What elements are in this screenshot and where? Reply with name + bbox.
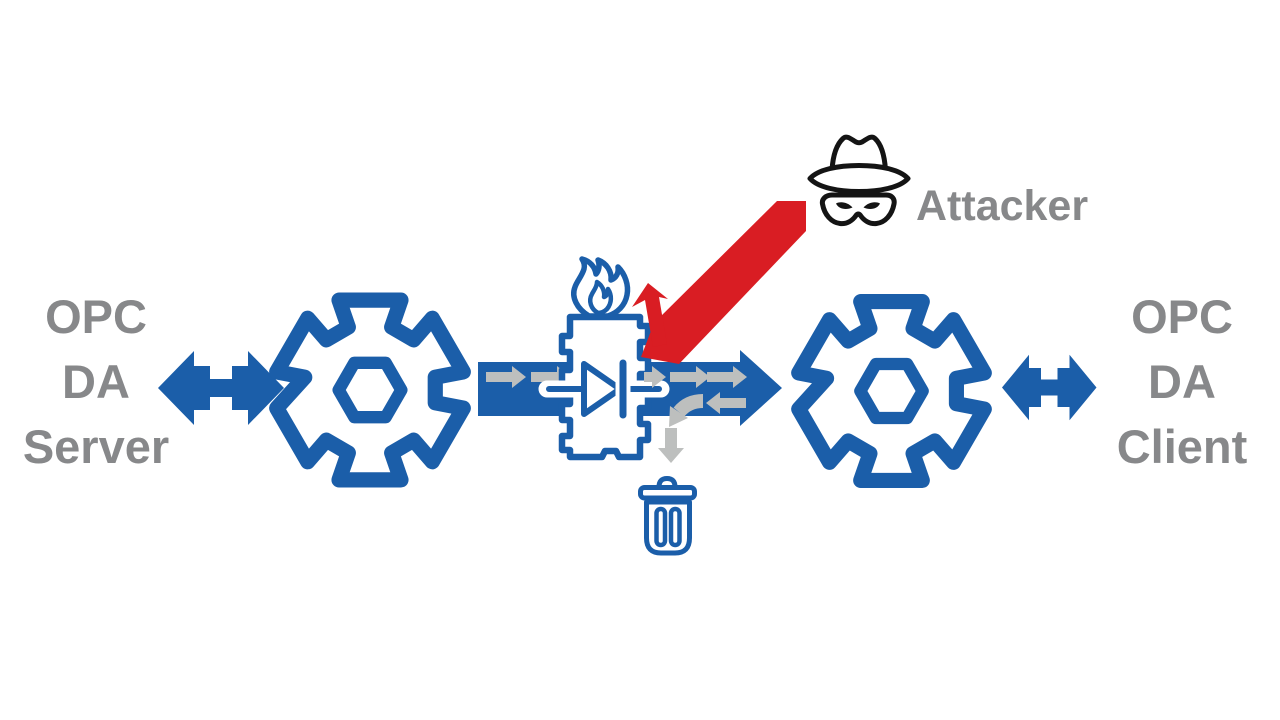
trash-can-icon [638,475,697,556]
server-label-line3: Server [22,420,170,473]
deflected-arrowhead [632,283,668,347]
server-label-line2: DA [62,355,130,408]
blocked-attack-arrow [632,201,806,364]
client-label-line3: Client [1116,420,1248,473]
hat-crown [829,134,888,173]
discard-curve-arrowhead [669,406,688,427]
client-label-line1: OPC [1131,290,1233,343]
attacker-label: Attacker [916,182,1089,230]
server-label-line1: OPC [45,290,147,343]
mask [819,192,897,227]
flame-icon [571,256,631,319]
data-diode-icon [538,353,670,425]
right-eye [863,202,880,210]
attack-arrow-shaft [641,201,806,364]
client-label-line2: DA [1148,355,1216,408]
server-label: OPC DA Server [0,284,192,479]
hat-brim [807,163,911,194]
gear-icon [277,300,464,480]
left-eye [836,202,853,210]
packet-arrows-right [644,366,747,463]
spy-incognito-icon [807,134,911,227]
discard-curve-arrow [673,394,704,417]
gear-icon [799,302,985,481]
discard-down-arrow [658,428,684,463]
double-arrow-icon [1002,354,1097,421]
client-label: OPC DA Client [1098,284,1266,479]
